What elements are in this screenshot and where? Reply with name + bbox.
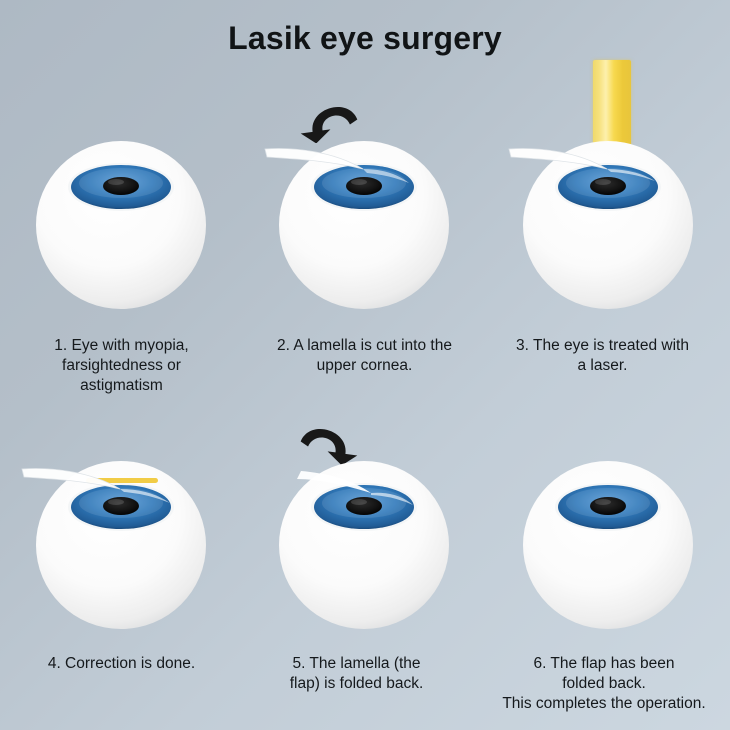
eyeball-correction-done xyxy=(21,447,214,633)
step-5-caption: 5. The lamella (the flap) is folded back… xyxy=(289,655,424,692)
step-1-illustration xyxy=(0,105,243,330)
step-1: 1. Eye with myopia, farsightedness or as… xyxy=(0,105,243,396)
page-title: Lasik eye surgery xyxy=(228,20,502,56)
eyeball-flap-lifted xyxy=(264,127,457,313)
step-2: 2. A lamella is cut into the upper corne… xyxy=(243,105,486,376)
step-2-illustration xyxy=(243,105,486,330)
step-2-caption: 2. A lamella is cut into the upper corne… xyxy=(277,337,452,374)
step-3-illustration xyxy=(487,60,730,330)
step-3-caption: 3. The eye is treated with a laser. xyxy=(516,337,689,374)
eyeball-flap-folding-back xyxy=(271,447,457,633)
step-6-illustration xyxy=(487,425,730,650)
step-6: 6. The flap has been folded back. This c… xyxy=(487,425,730,714)
eyeball-laser-treatment xyxy=(508,127,701,313)
eyeball-restored xyxy=(515,447,701,633)
rotate-right-arrow-icon xyxy=(289,411,363,465)
step-5-illustration xyxy=(243,425,486,650)
step-1-caption: 1. Eye with myopia, farsightedness or as… xyxy=(54,337,189,394)
step-4-caption: 4. Correction is done. xyxy=(47,655,196,672)
rotate-left-arrow-icon xyxy=(295,89,369,143)
eyeball-closed-flap xyxy=(28,127,214,313)
step-4-illustration xyxy=(0,425,243,650)
step-6-caption: 6. The flap has been folded back. This c… xyxy=(502,655,706,712)
step-5: 5. The lamella (the flap) is folded back… xyxy=(243,425,486,694)
step-3: 3. The eye is treated with a laser. xyxy=(487,60,730,376)
step-4: 4. Correction is done. xyxy=(0,425,243,674)
